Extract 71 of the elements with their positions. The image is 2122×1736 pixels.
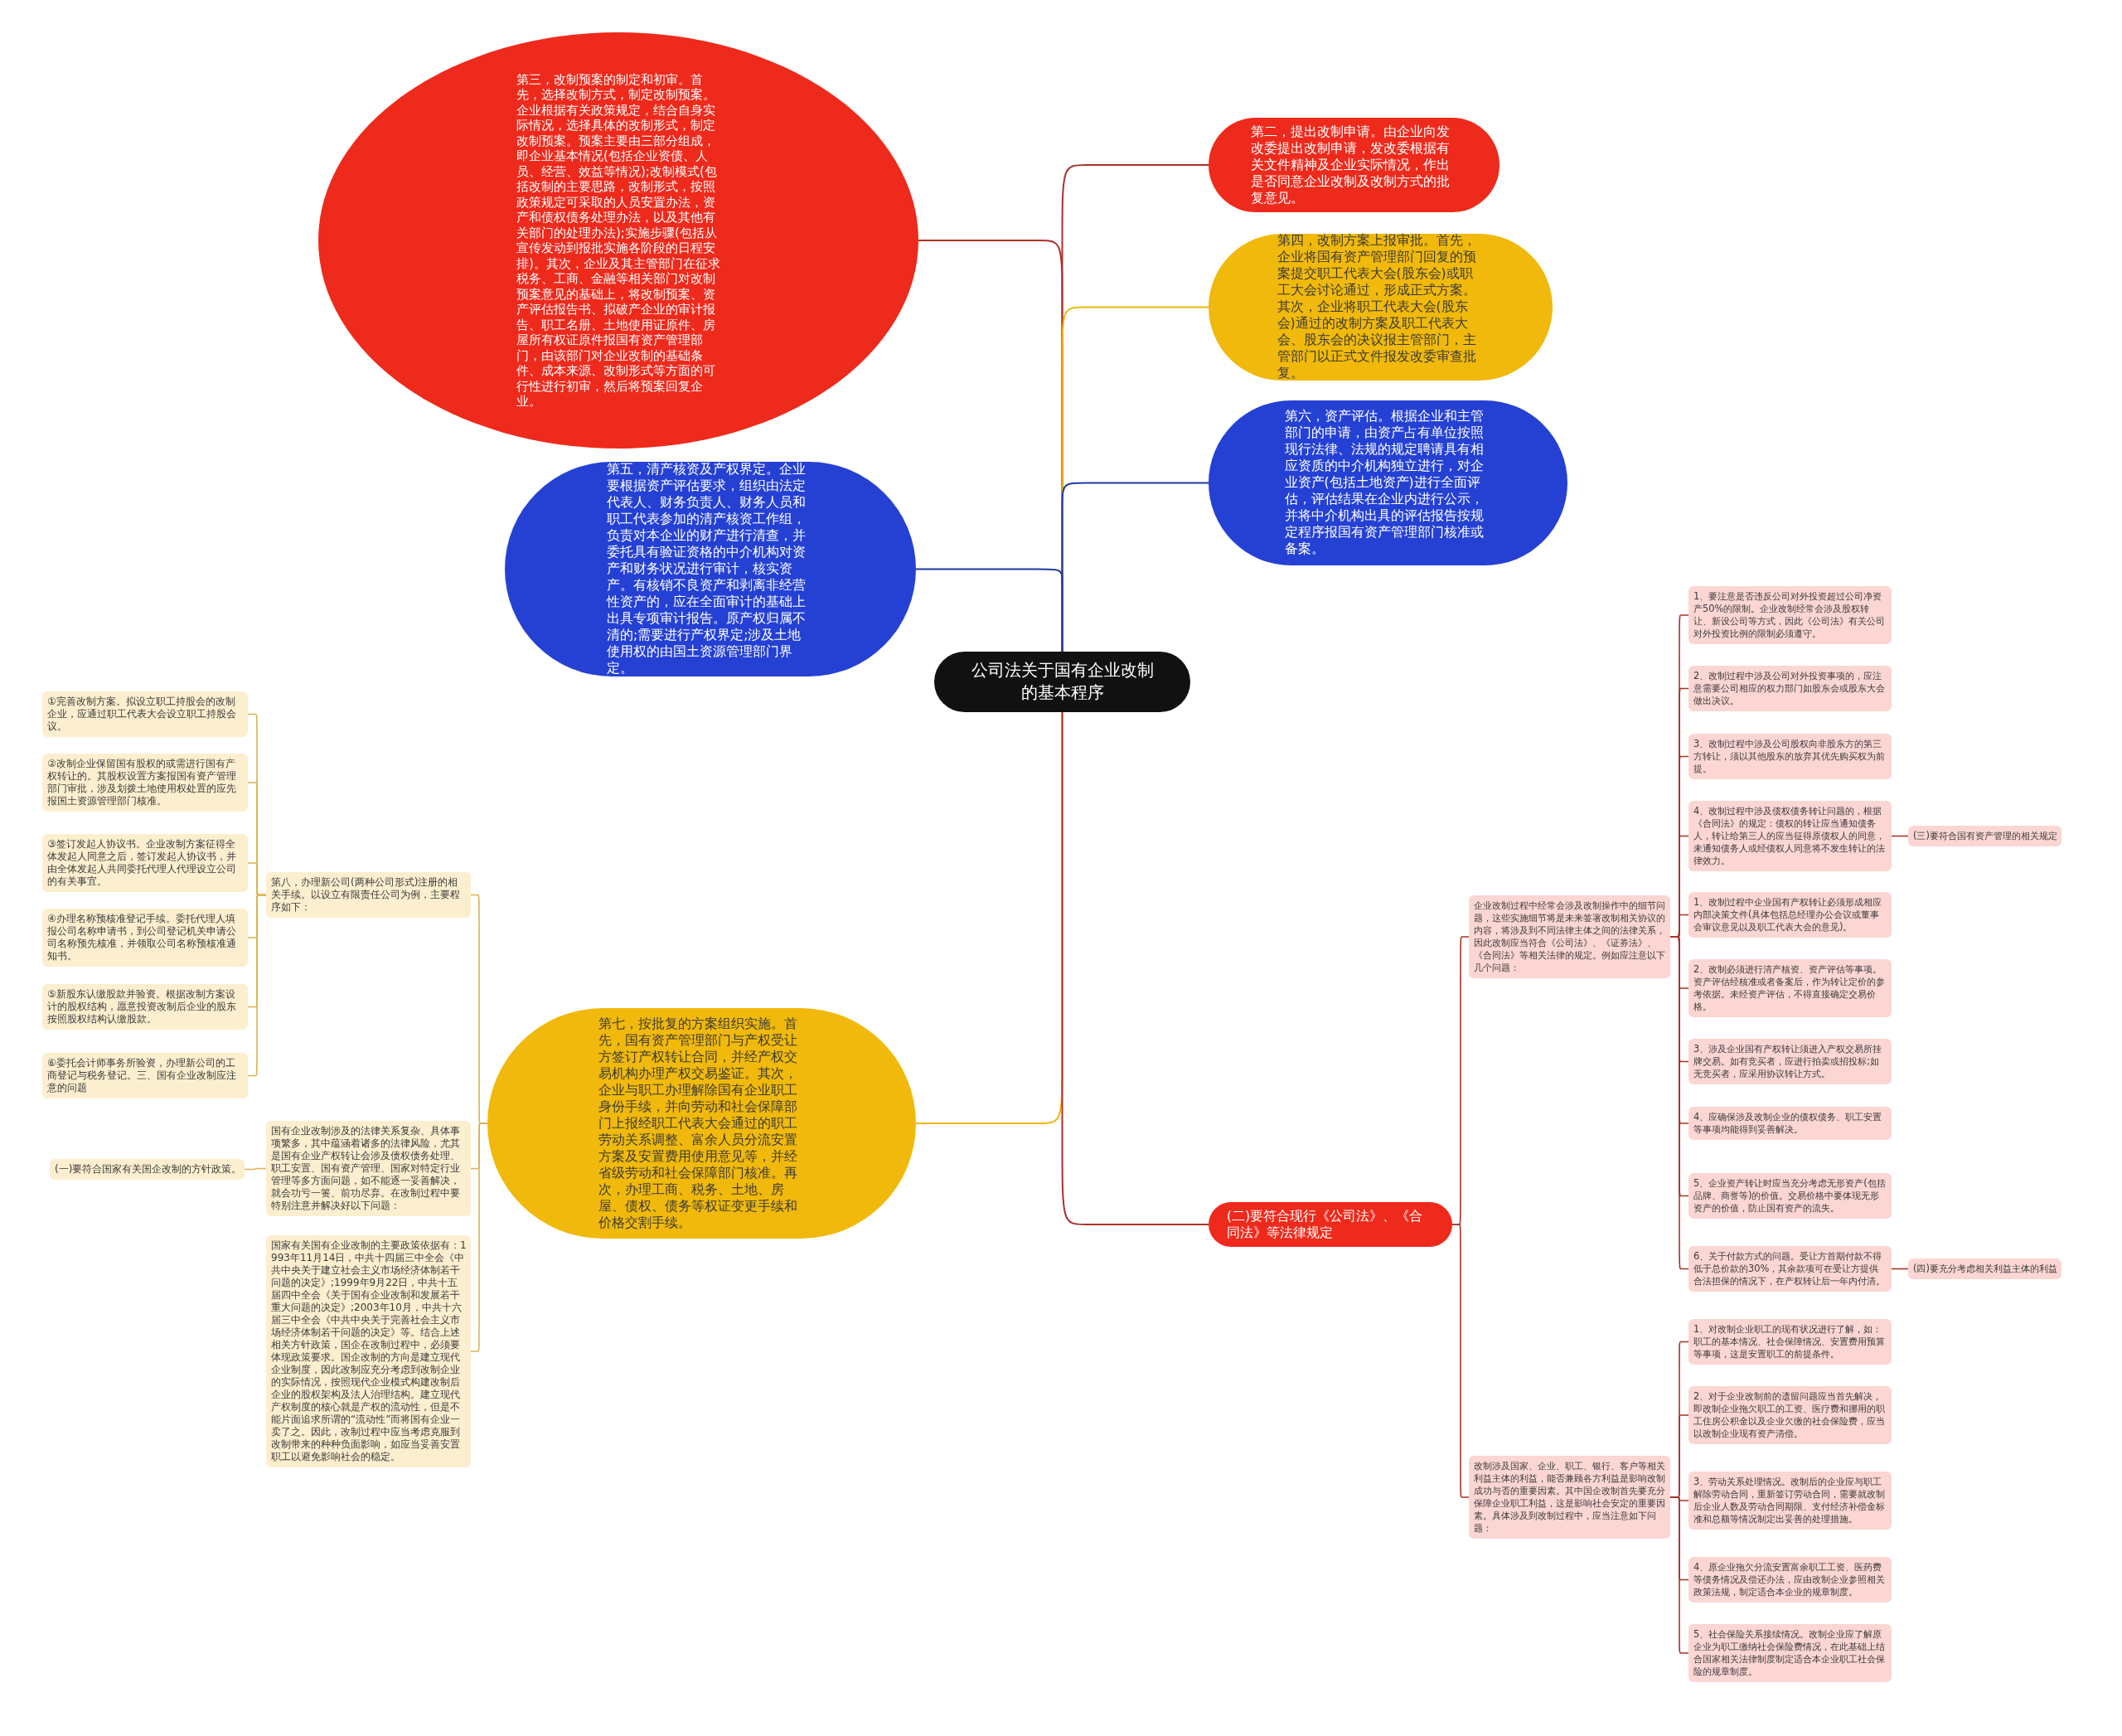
topic-text: 第三，改制预案的制定和初审。首先，选择改制方式，制定改制预案。企业根据有关政策规定，结合自身实际情况，选择具体的改制形式，制定改制预案。预案主要由三部分组成，即企业基本情况(包括企业资债、人员、经营、效益等情况);改制模式(包括改制的主要思路，改制形式，按照政策规定可采取的人员安置办法，资产和债权债务处理办法，以及其他有关部门的处理办法);实施步骤(包括从宣传发动到报批实施各阶段的日程安排)。其次，企业及其主管部门在征求税务、工商、金融等相关部门对改制预案意见的基础上，将改制预案、资产评估报告书、拟破产企业的审计报告、职工名册、土地使用证原件、房屋所有权证原件报国有资产管理部门，由该部门对企业改制的基础条件、成本来源、改制形式等方面的可行性进行初审，然后将预案回复企业。	[516, 71, 720, 410]
topic-text: 改制涉及国家、企业、职工、银行、客户等相关利益主体的利益，能否兼顾各方利益是影响改制成功与否的重要因素。其中国企改制首先要充分保障企业职工利益，这是影响社会安定的重要因素。具体涉及到改制过程中，应当注意如下问题：	[1474, 1460, 1666, 1535]
branch-line	[1891, 1268, 1909, 1270]
topic-text: 第八，办理新公司(两种公司形式)注册的相关手续。以设立有限责任公司为例，主要程序如下：	[271, 875, 461, 914]
note-card	[1688, 1245, 1892, 1292]
topic-text: 4、原企业拖欠分流安置富余职工工资、医药费等债务情况及偿还办法，应由改制企业参照相关政策法规，制定适合本企业的规章制度。	[1693, 1560, 1886, 1598]
topic-text: (一)要符合国家有关国企改制的方针政策。	[55, 1162, 242, 1176]
topic-text: (四)要充分考虑相关利益主体的利益	[1913, 1262, 2057, 1275]
topic-text: ④办理名称预核准登记手续。委托代理人填报公司名称申请书，到公司登记机关申请公司名称预先核准，并领取公司名称预核准通知书。	[47, 913, 237, 963]
topic-text: 2、改制必须进行清产核资、资产评估等事项。资产评估经核准或者备案后，作为转让定价的参考依据。未经资产评估，不得直接确定交易价格。	[1693, 963, 1886, 1013]
note-card	[42, 834, 248, 892]
topic-text: 2、对于企业改制前的遗留问题应当首先解决，即改制企业拖欠职工的工资、医疗费和挪用的职工住房公积金以及企业欠缴的社会保险费，应当以改制企业现有资产清偿。	[1693, 1390, 1886, 1440]
topic-text: 3、改制过程中涉及公司股权向非股东方的第三方转让，须以其他股东的放弃其优先购买权为前提。	[1693, 737, 1886, 775]
note-card	[42, 983, 248, 1030]
note-card	[1688, 733, 1892, 779]
note-card	[266, 1120, 471, 1216]
topic-title: 公司法关于国有企业改制的基本程序	[970, 659, 1155, 704]
topic-text: 第六，资产评估。根据企业和主管部门的申请，由资产占有单位按照现行法律、法规的规定聘请具有相应资质的中介机构独立进行，对企业资产(包括土地资产)进行全面评估，评估结果在企业内进行公示，并将中介机构出具的评估报告按规定程序报国有资产管理部门核准或备案。	[1284, 408, 1485, 557]
topic-text: 5、社会保险关系接续情况。改制企业应了解原企业为职工缴纳社会保险费情况，在此基础上结合国家相关法律制度制定适合本企业职工社会保险的规章制度。	[1693, 1628, 1886, 1678]
topic-bubble	[1209, 1202, 1452, 1247]
topic-text: 3、劳动关系处理情况。改制后的企业应与职工解除劳动合同，重新签订劳动合同，需要就改制后企业人数及劳动合同期限、支付经济补偿金标准和总额等情况制定出妥善的处理措施。	[1693, 1476, 1886, 1525]
note-card	[42, 691, 248, 737]
note-card	[1688, 1556, 1892, 1603]
topic-text: 第五，清产核资及产权界定。企业要根据资产评估要求，组织由法定代表人、财务负责人、财务人员和职工代表参加的清产核资工作组，负责对本企业的财产进行清查，并委托具有验证资格的中介机构对资产和财务状况进行审计，核实资产。有核销不良资产和剥离非经营性资产的，应在全面审计的基础上出具专项审计报告。原产权归属不清的;需要进行产权界定;涉及土地使用权的由国土资源管理部门界定。	[607, 461, 807, 676]
note-card	[1688, 586, 1892, 644]
topic-text: 2、改制过程中涉及公司对外投资事项的，应注意需要公司相应的权力部门如股东会或股东大会做出决议。	[1693, 669, 1886, 707]
topic-text: 第七，按批复的方案组织实施。首先，国有资产管理部门与产权受让方签订产权转让合同，并经产权交易机构办理产权交易鉴证。其次，企业与职工办理解除国有企业职工身份手续，并向劳动和社会保障部门上报经职工代表大会通过的职工劳动关系调整、富余人员分流安置方案及安置费用使用意见等，并经省级劳动和社会保障部门核准。再次，办理工商、税务、土地、房屋、债权、债务等权证变更手续和价格交割手续。	[598, 1016, 798, 1231]
topic-text: 国家有关国有企业改制的主要政策依据有：1993年11月14日，中共十四届三中全会《中共中央关于建立社会主义市场经济体制若干问题的决定》;1999年9月22日，中共十五届四中全会《关于国有企业改制和发展若干重大问题的决定》;2003年10月，中共十六届三中全会《中共中央关于完善社会主义市场经济体制若干问题的决定》等。结合上述相关方针政策，国企在改制过程中，必须要体现政策要求。国企改制的方向是建立现代企业制度，因此改制应充分考虑到改制企业的实际情况，按照现代企业模式构建改制后企业的股权架构及法人治理结构。建立现代产权制度的核心就是产权的流动性，但是不能片面追求所谓的“流动性”而将国有企业一卖了之。因此，改制过程中应当考虑克服到改制带来的种种负面影响，如应当妥善安置职工以避免影响社会的稳定。	[271, 1239, 468, 1463]
note-card	[42, 909, 248, 967]
topic-text: ③签订发起人协议书。企业改制方案征得全体发起人同意之后，签订发起人协议书，并由全体发起人共同委托代理人代理设立公司的有关事宜。	[47, 838, 237, 888]
branch-line	[1451, 1224, 1470, 1498]
topic-text: 3、涉及企业国有产权转让须进入产权交易所挂牌交易。如有竞买者，应进行拍卖或招投标;如无竞买者，应采用协议转让方式。	[1693, 1042, 1883, 1080]
branch-line	[244, 1167, 267, 1171]
note-card	[1688, 665, 1892, 711]
topic-text: 1、对改制企业职工的现有状况进行了解，如：职工的基本情况、社会保障情况、安置费用预算等事项，这是安置职工的前提条件。	[1693, 1322, 1886, 1360]
branch-line	[915, 568, 1063, 652]
note-card	[1688, 1386, 1892, 1444]
note-card	[42, 1052, 248, 1098]
branch-line	[1891, 835, 1909, 837]
branch-line	[1061, 711, 1209, 1225]
topic-text: 6、关于付款方式的问题。受让方首期付款不得低于总价款的30%，其余款项可在受让方提供合法担保的情况下，在产权转让后一年内付清。	[1693, 1249, 1886, 1287]
topic-text: 5、企业资产转让时应当充分考虑无形资产(包括品牌、商誉等)的价值。交易价格中要体现无形资产的价值，防止国有资产的流失。	[1693, 1176, 1887, 1215]
note-card	[1688, 891, 1892, 938]
topic-text: ①完善改制方案。拟设立职工持股会的改制企业，应通过职工代表大会设立职工持股会议。	[47, 695, 237, 733]
note-card	[1908, 1258, 2061, 1279]
branch-line	[1669, 1496, 1689, 1654]
topic-text: 企业改制过程中经常会涉及改制操作中的细节问题，这些实施细节将是未来签署改制相关协议的内容，将涉及到不同法律主体之间的法律关系，因此改制应当符合《公司法》、《证券法》、《合同法》等相关法律的规定。例如应注意以下几个问题：	[1474, 900, 1666, 974]
note-card	[1688, 1038, 1892, 1084]
topic-text: ⑤新股东认缴股款并验资。根据改制方案设计的股权结构，愿意投资改制后企业的股东按照股权结构认缴股款。	[47, 987, 237, 1026]
note-card	[1688, 959, 1892, 1017]
note-card	[50, 1158, 245, 1180]
topic-text: 1、改制过程中企业国有产权转让必须形成相应内部决策文件(具体包括总经理办公会议或董事会审议意见以及职工代表大会的意见)。	[1693, 895, 1883, 933]
note-card	[1688, 800, 1892, 871]
note-card	[1688, 1472, 1892, 1530]
note-card	[1688, 1107, 1892, 1140]
topic-text: 4、应确保涉及改制企业的债权债务、职工安置等事项均能得到妥善解决。	[1693, 1111, 1883, 1136]
note-card	[42, 754, 248, 812]
note-card	[1688, 1624, 1892, 1682]
topic-text: (二)要符合现行《公司法》、《合同法》等法律规定	[1227, 1208, 1424, 1241]
note-card	[1688, 1172, 1892, 1219]
topic-text: 4、改制过程中涉及债权债务转让问题的，根据《合同法》的规定：债权的转让应当通知债务人，转让给第三人的应当征得原债权人的同意，未通知债务人或经债权人同意将不发生转让的法律效力。	[1693, 804, 1886, 867]
topic-text: 第四，改制方案上报审批。首先，企业将国有资产管理部门回复的预案提交职工代表大会(股东会)或职工大会讨论通过，形成正式方案。其次，企业将职工代表大会(股东会)通过的改制方案及职工代表大会、股东会的决议报主管部门，主管部门以正式文件报发改委审查批复。	[1277, 232, 1477, 381]
note-card	[266, 871, 471, 918]
topic-text: ⑥委托会计师事务所验资，办理新公司的工商登记与税务登记。三、国有企业改制应注意的问题	[47, 1056, 237, 1094]
note-card	[1908, 825, 2061, 846]
topic-text: 国有企业改制涉及的法律关系复杂、具体事项繁多，其中蕴涵着诸多的法律风险，尤其是国有企业产权转让会涉及债权债务处理、职工安置、国有资产管理、国家对特定行业管理等多方面问题，如不能逐一妥善解决，就会功亏一篑、前功尽弃。在改制过程中要特别注意并解决好以下问题：	[271, 1124, 461, 1212]
note-card	[1688, 1318, 1892, 1365]
topic-text: (三)要符合国有资产管理的相关规定	[1913, 829, 2057, 842]
topic-text: 第二，提出改制申请。由企业向发改委提出改制申请，发改委根据有关文件精神及企业实际情况，作出是否同意企业改制及改制方式的批复意见。	[1250, 124, 1451, 206]
topic-text: ②改制企业保留国有股权的或需进行国有产权转让的。其股权设置方案报国有资产管理部门审批，涉及划拨土地使用权处置的应先报国土资源管理部门核准。	[47, 758, 237, 807]
topic-text: 1、要注意是否违反公司对外投资超过公司净资产50%的限制。企业改制经常会涉及股权转让、新设公司等方式，因此《公司法》有关公司对外投资比例的限制必须遵守。	[1693, 590, 1886, 640]
